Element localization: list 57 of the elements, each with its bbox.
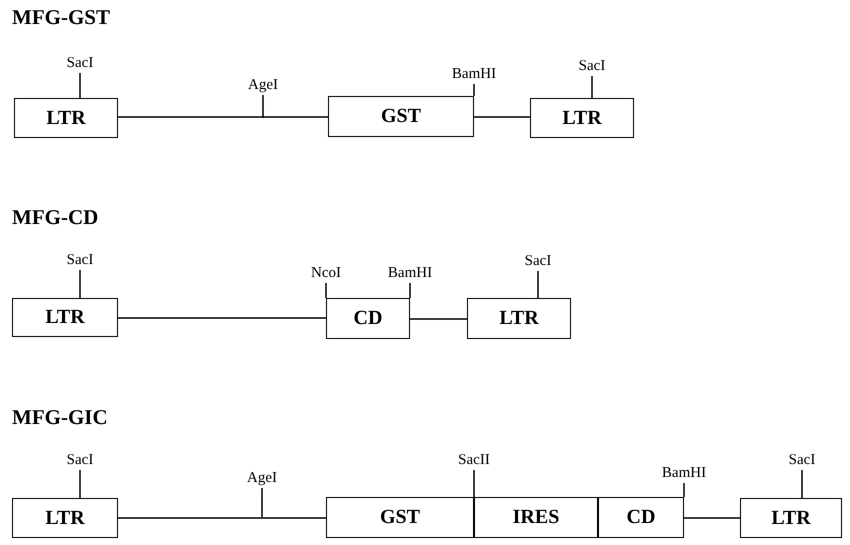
segment-name: IRES [512,506,560,529]
restriction-site-label: SacI [552,56,632,76]
leader-line [473,470,475,497]
leader-line [591,76,593,98]
gene-segment-box [326,298,410,339]
gene-segment-box [14,98,118,138]
leader-line [801,470,803,498]
segment-name: CD [354,307,382,330]
segment-name: LTR [46,106,86,130]
restriction-site-label: AgeI [223,75,303,95]
restriction-site-label: SacI [40,53,120,73]
gene-segment-box [474,497,598,538]
gene-segment-box [12,298,118,337]
leader-line [409,283,411,298]
restriction-site-label: SacI [40,250,120,270]
leader-line [683,483,685,497]
gene-segment-box [530,98,634,138]
gene-segment-box [12,498,118,538]
segment-name: GST [380,506,420,529]
construct-title: MFG-GIC [12,405,108,430]
backbone-line [118,317,326,319]
leader-line [79,73,81,98]
leader-line [537,271,539,298]
restriction-site-label: SacI [40,450,120,470]
restriction-site-label: SacI [762,450,842,470]
backbone-line [118,517,326,519]
segment-name: LTR [45,306,85,329]
restriction-site-label: AgeI [222,468,302,488]
leader-line [325,283,327,298]
gene-segment-box [598,497,684,538]
restriction-site-label: SacI [498,251,578,271]
leader-line [79,270,81,298]
leader-line [262,95,264,118]
restriction-site-label: SacII [434,450,514,470]
segment-name: LTR [499,307,539,330]
gene-segment-box [467,298,571,339]
gene-segment-box [740,498,842,538]
restriction-site-label: BamHI [644,463,724,483]
segment-name: LTR [45,506,85,530]
backbone-line [474,116,530,118]
restriction-site-label: BamHI [370,263,450,283]
backbone-line [118,116,328,118]
gene-segment-box [326,497,474,538]
leader-line [261,488,263,517]
backbone-line [684,517,740,519]
segment-name: LTR [771,506,811,530]
restriction-site-label: NcoI [286,263,366,283]
backbone-line [410,318,467,320]
construct-title: MFG-CD [12,205,98,230]
gene-segment-box [328,96,474,137]
segment-name: LTR [562,106,602,130]
leader-line [473,84,475,96]
leader-line [79,470,81,498]
segment-name: GST [380,105,422,128]
restriction-site-label: BamHI [434,64,514,84]
segment-name: CD [626,506,656,529]
construct-title: MFG-GST [12,5,110,30]
